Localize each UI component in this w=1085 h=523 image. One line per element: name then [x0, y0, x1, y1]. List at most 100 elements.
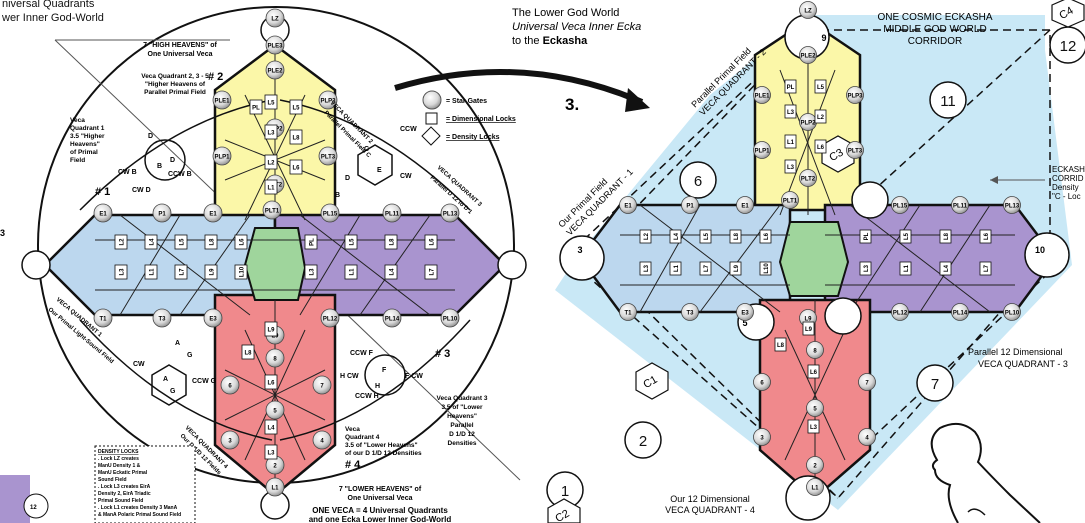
- svg-text:Heavens": Heavens": [70, 141, 100, 148]
- dimensional-lock: [241, 344, 255, 360]
- star-gate-label: 7: [320, 384, 324, 390]
- svg-text:Density: Density: [1052, 183, 1079, 192]
- seven-lower-heavens-1: 7 "LOWER HEAVENS" of: [339, 486, 422, 493]
- svg-text:CCW H: CCW H: [355, 393, 379, 400]
- dimensional-lock-label: L4: [150, 238, 156, 246]
- star-gate-node: [203, 203, 223, 223]
- dimensional-lock-label: L8: [292, 136, 300, 142]
- dimensional-lock-label: L4: [944, 264, 950, 272]
- star-gate-label: LZ: [271, 17, 279, 23]
- star-gate-label: 8: [813, 349, 817, 355]
- dimensional-lock: [204, 264, 218, 280]
- seven-high-heavens-2: One Universal Veca: [148, 51, 213, 58]
- svg-text:9: 9: [821, 33, 826, 43]
- star-gate-node: [753, 428, 771, 446]
- svg-text:D: D: [170, 157, 175, 164]
- star-gate-node: [212, 146, 232, 166]
- star-gate-label: PLE1: [754, 94, 770, 100]
- dimensional-lock: [144, 234, 158, 250]
- svg-text:E: E: [377, 167, 382, 174]
- star-gate-label: P1: [686, 204, 694, 210]
- dimensional-lock: [759, 261, 772, 276]
- gate-circle-10: [1024, 232, 1070, 278]
- star-gate-label: L1: [811, 486, 819, 492]
- dimensional-lock-label: L3: [120, 268, 126, 276]
- svg-text:3.5 of "Lower: 3.5 of "Lower: [441, 404, 482, 411]
- dimensional-lock-label: L5: [292, 106, 300, 112]
- dimensional-lock-label: L6: [267, 381, 275, 387]
- svg-text:C2: C2: [553, 508, 571, 523]
- dimensional-lock-label: L7: [704, 264, 710, 272]
- gate-circle-11: [929, 81, 967, 119]
- star-gate-node: [265, 400, 285, 420]
- title-line2: Universal Veca Inner Ecka: [512, 21, 641, 33]
- dimensional-lock: [669, 229, 682, 244]
- legend-dimensional-locks: = Dimensional Locks: [446, 116, 516, 123]
- star-gate-label: 6: [228, 384, 232, 390]
- dimensional-lock: [639, 261, 652, 276]
- gate-circle-7: [916, 364, 954, 402]
- right-small-numbers: 9 3 5 10: [577, 33, 1045, 328]
- dimensional-lock-label: L9: [210, 268, 216, 276]
- dimensional-lock: [114, 234, 128, 250]
- transition-arrow: [394, 68, 644, 105]
- star-gate-node: [681, 303, 699, 321]
- star-gate-node: [736, 196, 754, 214]
- star-gate-node: [203, 308, 223, 328]
- star-gate-node: [753, 373, 771, 391]
- dimensional-lock-label: L9: [734, 264, 740, 272]
- svg-text:MIDDLE GOD WORLD: MIDDLE GOD WORLD: [883, 24, 986, 35]
- star-gate-node: [265, 348, 285, 368]
- dimensional-lock-label: L2: [267, 161, 275, 167]
- star-gate-node: [846, 86, 864, 104]
- svg-text:Parallel: Parallel: [450, 422, 473, 429]
- dimensional-lock-label: L10: [764, 263, 770, 274]
- star-gate-label: PLP3: [320, 99, 336, 105]
- title-line3: to the Eckasha: [512, 35, 588, 47]
- dimensional-lock: [784, 159, 797, 174]
- left-edge-gate: [21, 250, 51, 280]
- veca-quadrant4-note: Veca Quadrant 4 3.5 of "Lower Heavens" o…: [345, 426, 422, 457]
- star-gate-node: [858, 373, 876, 391]
- dimensional-lock-label: L4: [674, 232, 680, 240]
- gate-circle-8: [851, 181, 889, 219]
- gate-ag-hexagon: [151, 364, 187, 406]
- star-gate-node: [265, 477, 285, 497]
- dimensional-lock: [384, 264, 398, 280]
- svg-text:ManU Density 1 &: ManU Density 1 &: [98, 463, 141, 469]
- dimensional-lock: [814, 109, 827, 124]
- dimensional-lock-label: PL: [252, 106, 260, 112]
- svg-text:F: F: [382, 367, 387, 374]
- star-gate-node: [753, 141, 771, 159]
- dimensional-lock: [699, 229, 712, 244]
- star-gate-label: L9: [271, 334, 279, 340]
- one-veca-line1: ONE VECA = 4 Universal Quadrants: [312, 506, 448, 515]
- svg-text:ECKASH: ECKASH: [1052, 165, 1085, 174]
- svg-text:Our 12 Dimensional: Our 12 Dimensional: [670, 494, 750, 504]
- star-gate-label: PL12: [893, 311, 908, 317]
- dimensional-lock-label: L7: [430, 268, 436, 276]
- dimensional-lock: [174, 234, 188, 250]
- star-gate-node: [806, 456, 824, 474]
- svg-text:of Primal: of Primal: [70, 149, 98, 156]
- gate-f-circle: [364, 354, 406, 396]
- svg-text:3.5 "Higher: 3.5 "Higher: [70, 133, 105, 140]
- gate-circle-6: [679, 161, 717, 199]
- left-header-line2: wer Inner God-World: [1, 12, 104, 24]
- star-gate-label: PLP1: [214, 155, 230, 161]
- gate-d-circle: [144, 139, 186, 181]
- dimensional-lock: [114, 264, 128, 280]
- dimensional-lock-label: L3: [310, 268, 316, 276]
- star-gate-node: [806, 341, 824, 359]
- star-gate-label: T3: [158, 317, 166, 323]
- dimensional-lock: [899, 261, 912, 276]
- svg-text:B: B: [335, 192, 340, 199]
- star-gate-node: [312, 375, 332, 395]
- dimensional-lock-label: L7: [984, 264, 990, 272]
- star-gate-label: E1: [741, 204, 749, 210]
- dimensional-lock: [304, 264, 318, 280]
- legend: = Star Gates = Dimensional Locks = Densi…: [421, 90, 516, 146]
- title-line1: The Lower God World: [512, 7, 619, 19]
- star-gate-label: PL15: [323, 212, 338, 218]
- svg-text:D 1/D 12: D 1/D 12: [449, 431, 475, 438]
